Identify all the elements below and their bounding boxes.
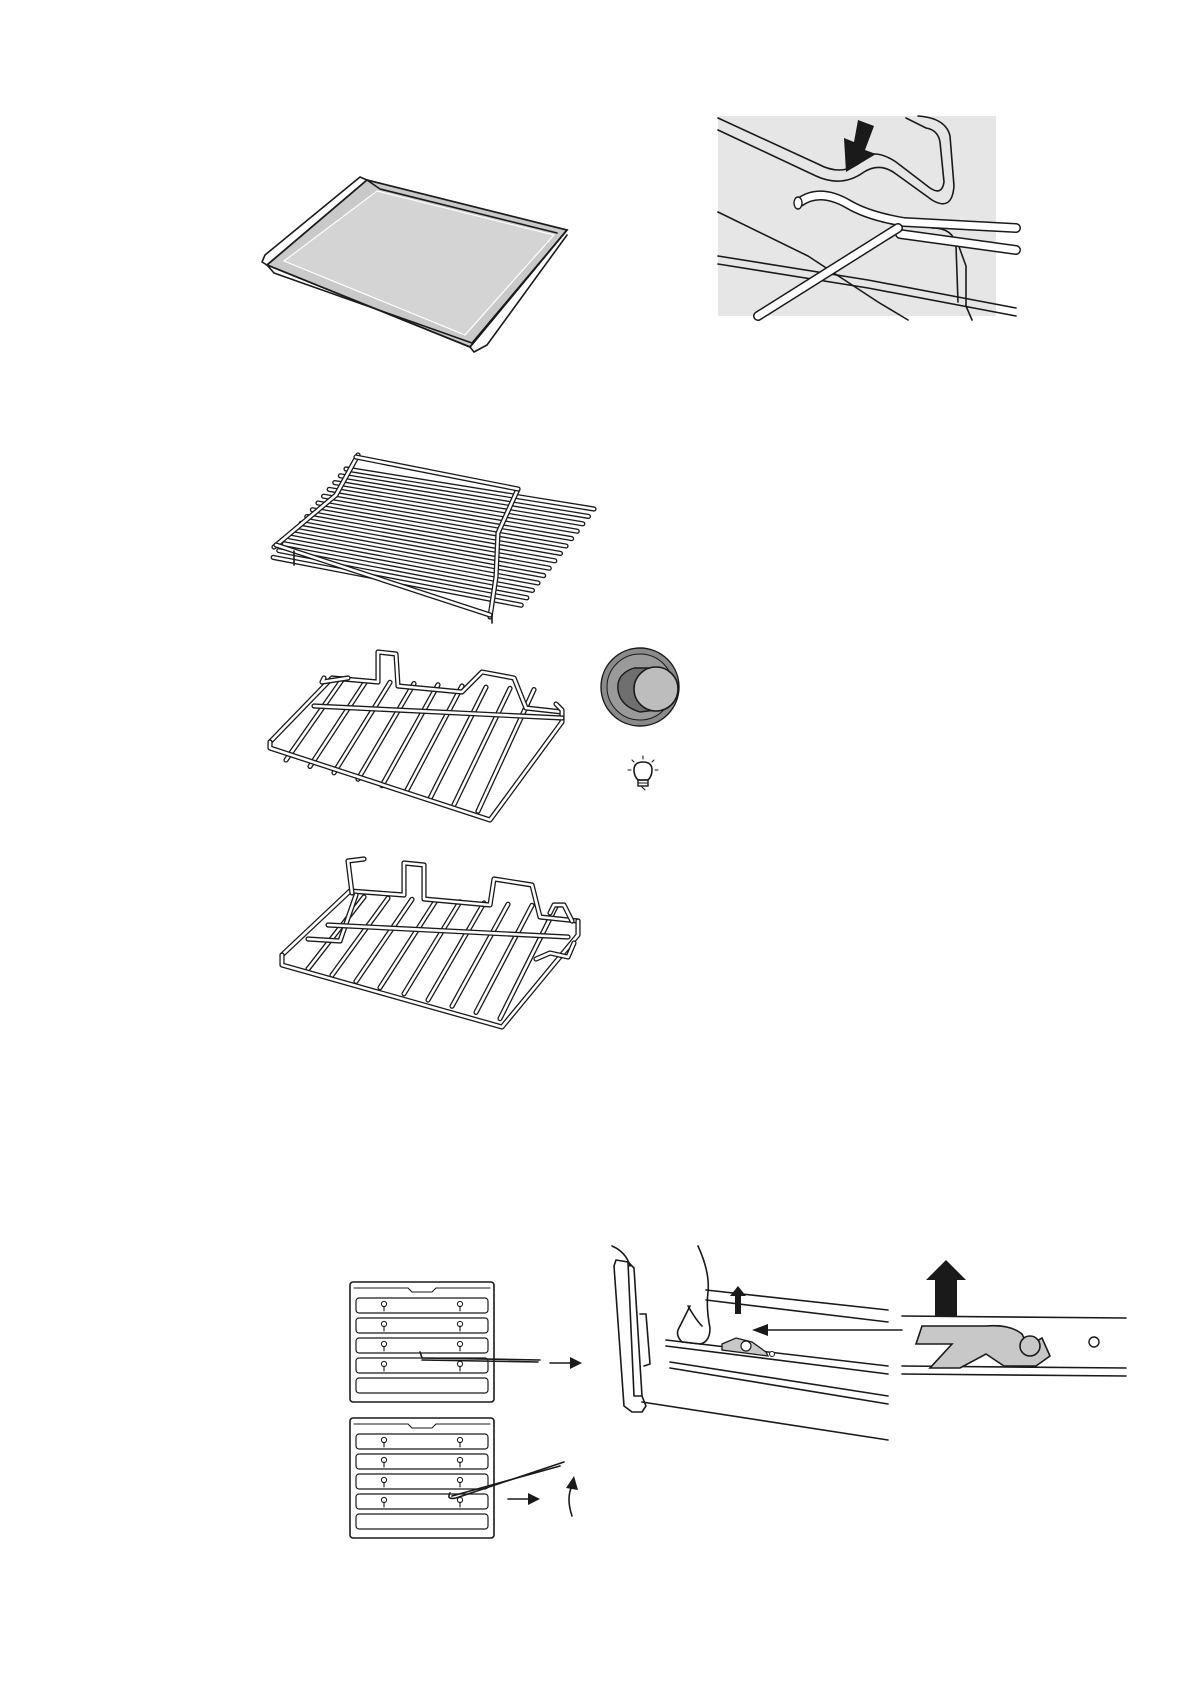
wire-shelf-with-bows [262, 648, 572, 828]
oven-lamp [628, 756, 658, 792]
side-rail-removal [348, 1280, 588, 1542]
light-bulb-icon [628, 756, 658, 790]
flat-wire-shelf [266, 455, 576, 625]
shelf-insertion-detail [718, 116, 1018, 320]
door-hinge-detail [606, 1246, 1126, 1446]
control-knob [600, 644, 686, 730]
baking-tray [262, 175, 572, 350]
telescopic-wire-shelf [268, 855, 588, 1035]
up-arrow-icon [730, 1286, 746, 1314]
right-arrow-icon [508, 1357, 582, 1516]
up-arrow-icon [926, 1260, 966, 1316]
